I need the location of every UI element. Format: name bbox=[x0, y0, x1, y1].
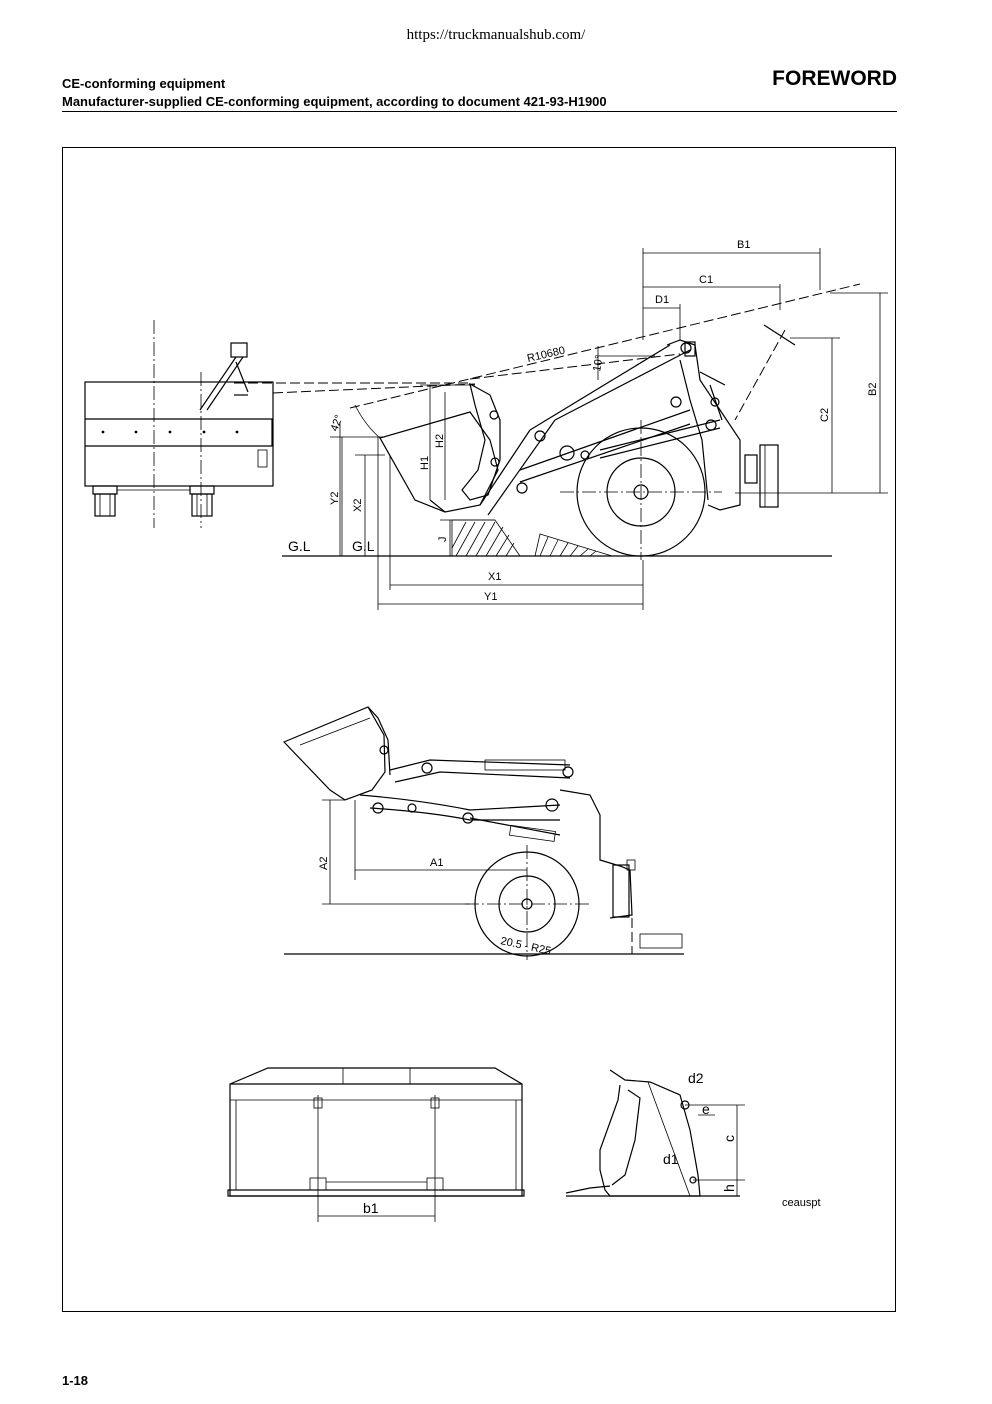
label-J: J bbox=[437, 537, 449, 543]
loader-boom bbox=[379, 324, 796, 516]
label-e: e bbox=[702, 1101, 710, 1117]
dimensions-top bbox=[330, 248, 888, 610]
label-H1: H1 bbox=[419, 456, 431, 470]
dump-truck bbox=[84, 320, 274, 528]
label-C2: C2 bbox=[819, 408, 831, 422]
label-A2: A2 bbox=[318, 857, 330, 870]
label-GL-right: G.L bbox=[352, 538, 375, 554]
label-H2: H2 bbox=[434, 434, 446, 448]
label-Y1: Y1 bbox=[484, 591, 497, 603]
header-title-line2: Manufacturer-supplied CE-conforming equi… bbox=[62, 94, 607, 109]
header-rule bbox=[62, 111, 897, 112]
label-h: h bbox=[721, 1184, 737, 1192]
label-angle-42: 42° bbox=[329, 413, 346, 433]
label-angle-10: 10° bbox=[591, 354, 606, 372]
label-ref-code: ceauspt bbox=[782, 1197, 821, 1209]
label-Y2: Y2 bbox=[329, 492, 341, 505]
label-X2: X2 bbox=[352, 499, 364, 512]
front-wheel bbox=[560, 420, 722, 560]
bucket-side-view: d2 e c d1 h ceauspt bbox=[565, 1069, 821, 1209]
label-R10680: R10680 bbox=[526, 345, 566, 365]
source-url[interactable]: https://truckmanualshub.com/ bbox=[406, 27, 586, 43]
label-B1: B1 bbox=[737, 239, 750, 251]
bucket-front-view: b1 bbox=[227, 1067, 525, 1222]
page-number: 1-18 bbox=[62, 1373, 89, 1388]
label-d1: d1 bbox=[663, 1151, 679, 1167]
section-title: FOREWORD bbox=[772, 67, 897, 90]
middle-view-reach: A1 A2 20.5 - R25 bbox=[282, 706, 684, 960]
label-A1: A1 bbox=[430, 857, 443, 869]
top-view-dumping: B1 C1 D1 R10680 10° 42° H1 H2 Y2 X2 J G.… bbox=[84, 239, 888, 610]
label-B2: B2 bbox=[867, 383, 879, 396]
top-labels: B1 C1 D1 R10680 10° 42° H1 H2 Y2 X2 J G.… bbox=[288, 239, 879, 603]
label-GL-left: G.L bbox=[288, 538, 311, 554]
header-title-line1: CE-conforming equipment bbox=[62, 76, 226, 91]
label-b1: b1 bbox=[363, 1200, 379, 1216]
material-pile bbox=[451, 519, 613, 557]
label-C1: C1 bbox=[699, 274, 713, 286]
label-X1: X1 bbox=[488, 571, 501, 583]
label-c: c bbox=[721, 1135, 737, 1142]
label-D1: D1 bbox=[655, 294, 669, 306]
figure-frame bbox=[62, 147, 896, 1312]
label-d2: d2 bbox=[688, 1070, 704, 1086]
